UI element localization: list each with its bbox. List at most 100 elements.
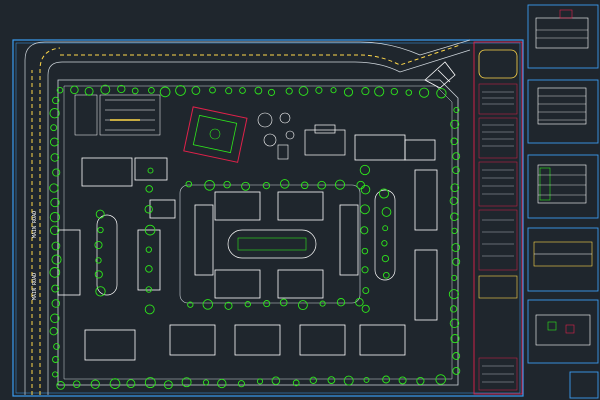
tree-icon: [343, 87, 354, 97]
tree-icon: [224, 301, 233, 310]
building-block: [404, 139, 436, 161]
tree-icon: [50, 197, 60, 208]
sports-court: [183, 106, 248, 163]
tree-icon: [148, 87, 155, 94]
central-park-oval: [227, 229, 317, 259]
road-label-lower: MAIN ROAD: [32, 273, 38, 300]
tree-icon: [131, 87, 139, 95]
tree-icon: [256, 378, 264, 385]
tree-icon: [159, 86, 171, 98]
tree-icon: [51, 284, 60, 293]
tree-icon: [144, 304, 155, 315]
tree-icon: [359, 204, 370, 215]
tree-icon: [52, 96, 60, 105]
tree-icon: [49, 327, 58, 336]
title-legend: [478, 161, 518, 207]
building-block: [137, 229, 161, 291]
sheet-elevation-1: [527, 4, 599, 69]
tree-icon: [451, 243, 461, 252]
tree-icon: [145, 265, 153, 273]
tree-icon: [450, 334, 460, 344]
tree-icon: [97, 226, 104, 234]
site-inner-boundary: [63, 85, 453, 380]
tree-icon: [109, 378, 121, 389]
tree-icon: [94, 240, 103, 250]
tree-icon: [51, 254, 62, 265]
tree-icon: [254, 86, 263, 95]
tree-icon: [52, 356, 59, 363]
tree-icon: [309, 376, 317, 384]
north-arrow-icon: [424, 61, 456, 89]
tree-icon: [279, 179, 290, 189]
building-block: [414, 169, 438, 231]
tree-icon: [355, 297, 364, 307]
tree-icon: [117, 84, 126, 94]
tree-icon: [95, 286, 106, 297]
tree-icon: [187, 301, 194, 308]
east-garden-oval: [374, 189, 396, 281]
tree-icon: [51, 299, 61, 308]
tree-icon: [239, 87, 246, 94]
parking-area: [74, 94, 161, 136]
tree-icon: [271, 376, 281, 385]
building-block: [354, 134, 406, 161]
sheet-frame: [12, 39, 524, 397]
sheet-elevation-3: [527, 154, 599, 219]
tree-icon: [390, 87, 398, 96]
building-block: [134, 157, 168, 181]
tree-icon: [450, 119, 460, 129]
tree-icon: [449, 318, 460, 329]
road-edges: [24, 39, 471, 395]
tree-icon: [223, 180, 231, 189]
tree-icon: [145, 246, 152, 253]
title-logo: [478, 49, 518, 79]
inner-ring-road: [179, 184, 361, 304]
tree-icon: [381, 207, 392, 217]
tree-icon: [452, 152, 461, 161]
tree-icon: [374, 86, 385, 97]
clubhouse: [304, 124, 346, 156]
building-block: [57, 229, 81, 296]
tree-icon: [50, 313, 60, 324]
west-garden-oval: [96, 214, 118, 296]
title-stamp: [478, 357, 518, 391]
sheet-partial: [569, 371, 599, 399]
tree-icon: [452, 352, 461, 360]
tree-icon: [451, 274, 458, 281]
tree-icon: [378, 188, 390, 199]
tree-icon: [100, 84, 111, 95]
building-block: [81, 157, 133, 187]
tree-icon: [204, 179, 215, 191]
tree-icon: [382, 225, 389, 232]
tree-icon: [361, 87, 370, 96]
tree-icon: [202, 299, 214, 310]
tree-icon: [451, 227, 458, 235]
tree-icon: [361, 266, 369, 274]
building-block: [169, 324, 216, 356]
tree-icon: [262, 181, 271, 190]
tree-icon: [95, 257, 102, 264]
tree-icon: [449, 196, 458, 205]
tree-icon: [359, 164, 371, 176]
tree-icon: [381, 254, 390, 263]
tree-icon: [225, 87, 233, 95]
tree-icon: [453, 106, 460, 114]
sheet-elevation-2: [527, 79, 599, 144]
site-boundary: [57, 79, 459, 386]
tree-icon: [419, 87, 430, 98]
tree-icon: [56, 381, 66, 390]
tree-icon: [381, 240, 388, 247]
tree-icon: [52, 371, 59, 378]
tree-icon: [185, 180, 193, 188]
tree-icon: [95, 209, 105, 219]
building-block: [194, 204, 214, 276]
tree-icon: [144, 377, 156, 389]
tree-icon: [405, 89, 413, 96]
sheet-plan: [527, 299, 599, 364]
tree-icon: [319, 300, 326, 307]
tree-icon: [175, 85, 186, 96]
tree-icon: [209, 86, 216, 94]
road-network: [31, 44, 461, 395]
tree-icon: [343, 375, 354, 386]
